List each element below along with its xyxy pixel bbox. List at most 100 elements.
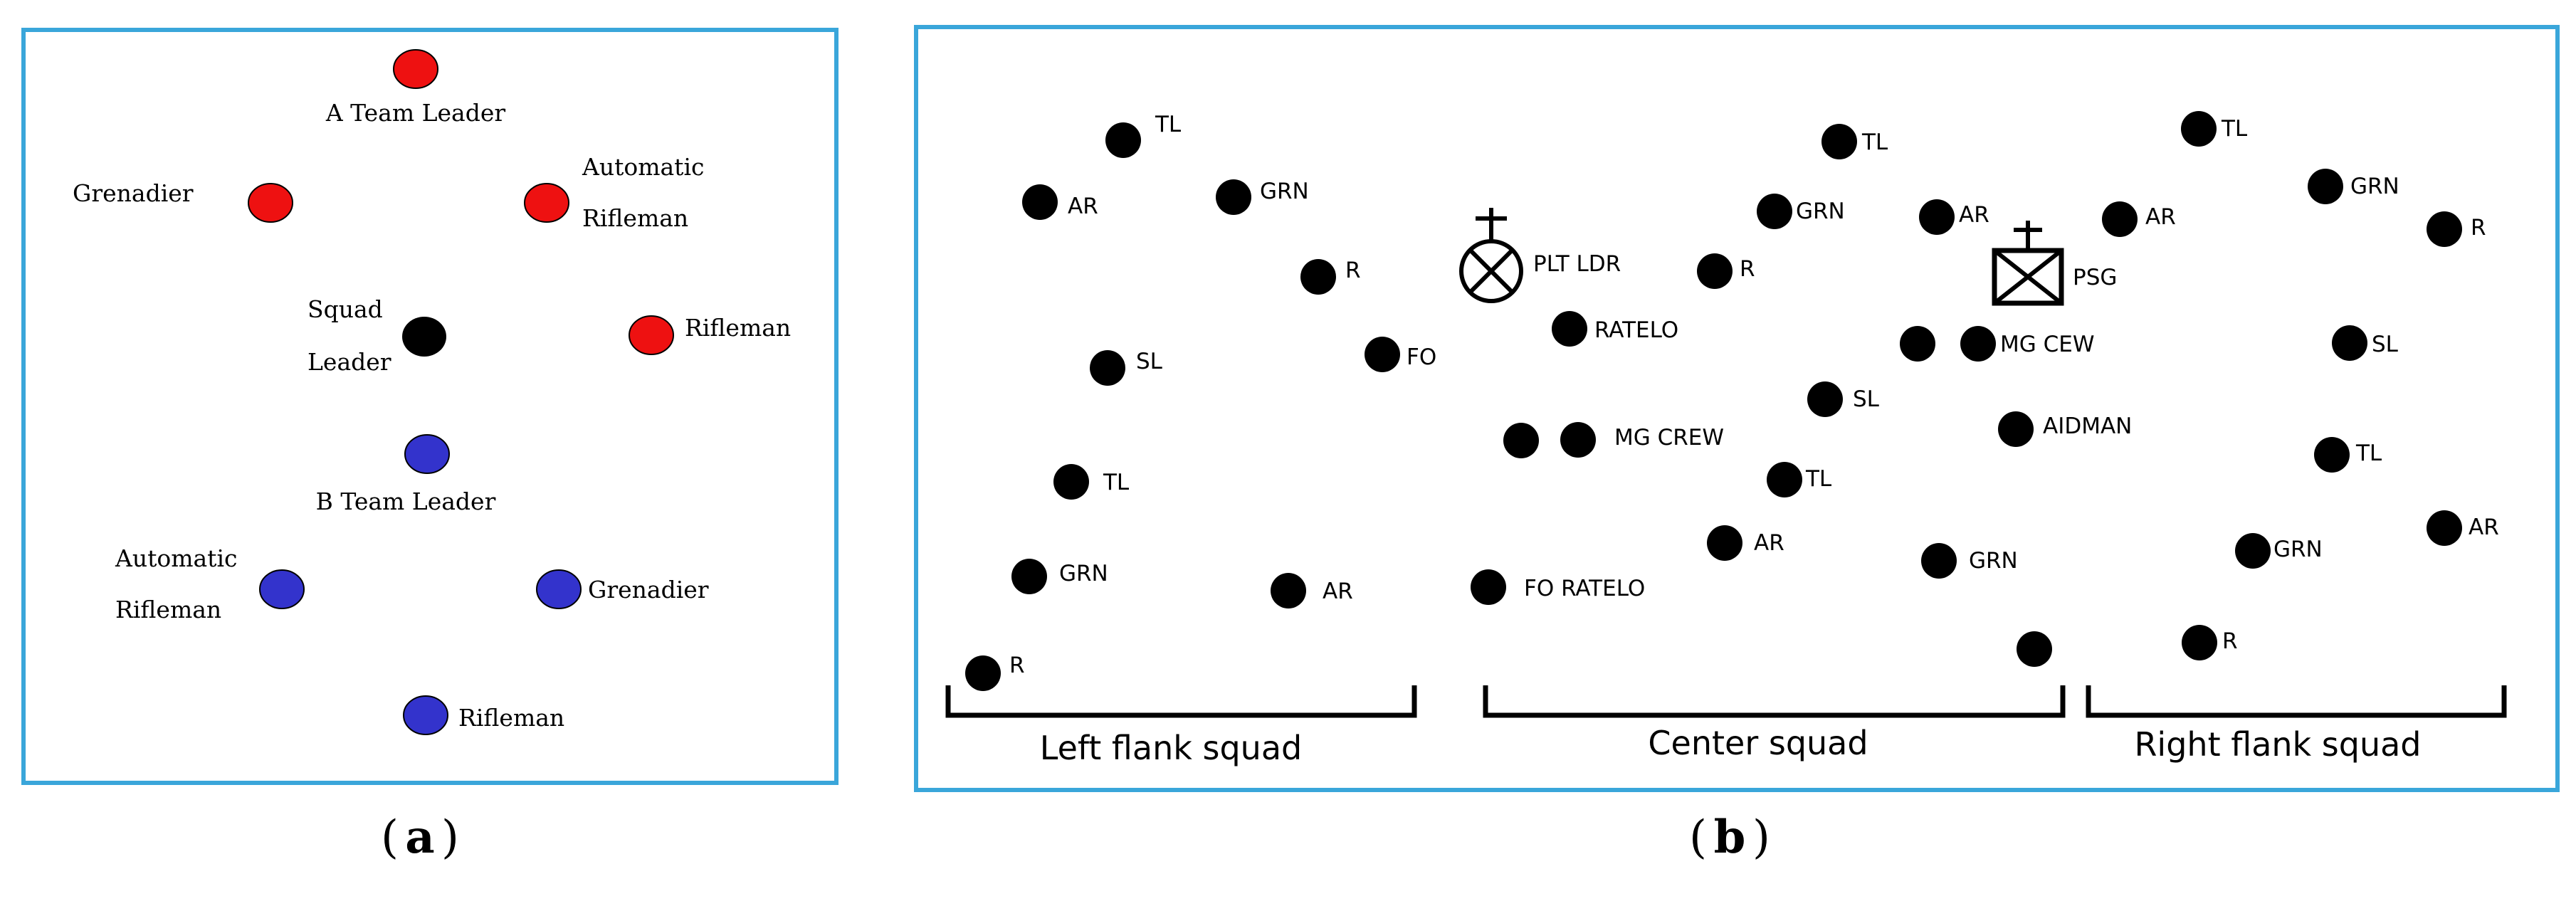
a-team-leader-marker — [393, 49, 438, 89]
panel-a-caption: a — [405, 811, 434, 864]
right-grn-marker — [2308, 169, 2343, 204]
mg-cew-marker-1 — [1900, 326, 1935, 362]
right-r-label: R — [2471, 215, 2486, 241]
center-tl-label: TL — [1861, 130, 1888, 155]
left-tl-marker — [1105, 122, 1141, 158]
center-ar2-marker — [1707, 525, 1742, 561]
right-squad-label: Right flank squad — [2134, 725, 2421, 764]
grenadier-blue-label: Grenadier — [588, 576, 709, 604]
right-ar2-marker — [2427, 510, 2462, 546]
left-sl-label: SL — [1136, 349, 1163, 374]
center-tl2-marker — [1767, 462, 1802, 497]
automatic-rifleman-blue-label-2: Rifleman — [115, 596, 221, 623]
center-squad-label: Center squad — [1648, 724, 1868, 762]
left-tl2-marker — [1053, 464, 1089, 500]
left-grn2-marker — [1011, 559, 1047, 594]
center-r-label: R — [1740, 256, 1755, 282]
panel-b-caption: b — [1714, 811, 1746, 864]
automatic-rifleman-red-marker — [524, 183, 569, 223]
mg-crew-label: MG CREW — [1614, 425, 1724, 450]
right-grn-label: GRN — [2350, 174, 2399, 199]
panel-a-caption-open: ( — [381, 811, 399, 864]
right-ar2-label: AR — [2469, 515, 2499, 540]
left-sl-marker — [1090, 350, 1125, 386]
plt-ldr-label: PLT LDR — [1533, 251, 1621, 277]
center-grn-label: GRN — [1796, 199, 1845, 224]
right-tl-marker — [2181, 111, 2217, 147]
right-grn2-label: GRN — [2273, 537, 2323, 562]
aidman-label: AIDMAN — [2043, 413, 2132, 439]
right-ar-label: AR — [2145, 204, 2176, 230]
left-ar2-marker — [1271, 573, 1306, 608]
mg-cew-marker-2 — [1960, 326, 1996, 362]
right-r-marker — [2427, 211, 2462, 247]
automatic-rifleman-blue-marker — [259, 569, 305, 609]
left-ar-label: AR — [1068, 194, 1098, 219]
a-team-leader-label: A Team Leader — [325, 99, 506, 127]
right-tl2-marker — [2314, 437, 2350, 473]
left-grn-marker — [1216, 179, 1251, 215]
center-tl-marker — [1821, 124, 1857, 159]
rifleman-blue-label: Rifleman — [458, 704, 564, 732]
right-tl2-label: TL — [2355, 441, 2382, 466]
squad-leader-label-1: Squad — [307, 295, 383, 323]
center-ar2-label: AR — [1754, 530, 1784, 556]
left-ar-marker — [1022, 184, 1058, 220]
mg-crew-marker-1 — [1503, 423, 1539, 458]
left-tl-label: TL — [1155, 112, 1182, 137]
center-extra-marker — [2017, 631, 2052, 667]
left-r2-marker — [965, 655, 1001, 691]
ratelo-marker — [1552, 311, 1587, 347]
left-squad-bracket — [945, 685, 1417, 718]
panel-a-caption-close: ) — [441, 811, 459, 864]
left-fo-label: FO — [1407, 344, 1436, 370]
center-ar-marker — [1919, 199, 1955, 235]
left-grn2-label: GRN — [1059, 561, 1108, 586]
center-ar-label: AR — [1959, 202, 1989, 228]
right-squad-bracket — [2086, 685, 2507, 718]
automatic-rifleman-blue-label-1: Automatic — [115, 544, 237, 572]
center-tl2-label: TL — [1805, 466, 1832, 492]
center-sl-marker — [1807, 381, 1843, 417]
squad-leader-label-2: Leader — [307, 348, 391, 376]
panel-b-caption-open: ( — [1689, 811, 1707, 864]
panel-b-caption-close: ) — [1752, 811, 1770, 864]
panel-a-frame — [21, 28, 838, 785]
aidman-marker — [1998, 411, 2034, 447]
panel-b-frame — [914, 25, 2560, 792]
psg-label: PSG — [2073, 265, 2117, 290]
fo-ratelo-label: FO RATELO — [1524, 576, 1645, 601]
center-squad-bracket — [1483, 685, 2066, 718]
center-grn2-label: GRN — [1969, 548, 2018, 574]
right-sl-marker — [2332, 325, 2367, 361]
right-ar-marker — [2102, 201, 2138, 237]
mg-cew-label: MG CEW — [2000, 332, 2095, 357]
squad-leader-marker — [402, 317, 446, 357]
center-r-marker — [1697, 253, 1733, 289]
psg-symbol — [1992, 221, 2064, 306]
automatic-rifleman-red-label-1: Automatic — [582, 153, 704, 181]
center-grn-marker — [1757, 194, 1792, 229]
left-r-marker — [1300, 259, 1336, 295]
rifleman-red-label: Rifleman — [685, 314, 791, 342]
plt-ldr-symbol — [1459, 208, 1523, 303]
right-tl-label: TL — [2221, 116, 2248, 142]
center-sl-label: SL — [1853, 386, 1880, 412]
ratelo-label: RATELO — [1594, 317, 1678, 343]
left-tl2-label: TL — [1103, 470, 1130, 495]
right-r2-label: R — [2222, 628, 2238, 654]
right-grn2-marker — [2235, 533, 2271, 569]
right-sl-label: SL — [2372, 332, 2399, 357]
mg-crew-marker-2 — [1560, 422, 1596, 458]
right-r2-marker — [2182, 625, 2217, 660]
b-team-leader-label: B Team Leader — [316, 488, 496, 515]
b-team-leader-marker — [404, 434, 450, 474]
left-fo-marker — [1365, 337, 1400, 372]
left-grn-label: GRN — [1260, 179, 1309, 204]
center-grn2-marker — [1921, 543, 1957, 579]
fo-ratelo-marker — [1471, 569, 1506, 605]
automatic-rifleman-red-label-2: Rifleman — [582, 204, 688, 232]
grenadier-blue-marker — [536, 569, 582, 609]
rifleman-blue-marker — [403, 695, 448, 735]
